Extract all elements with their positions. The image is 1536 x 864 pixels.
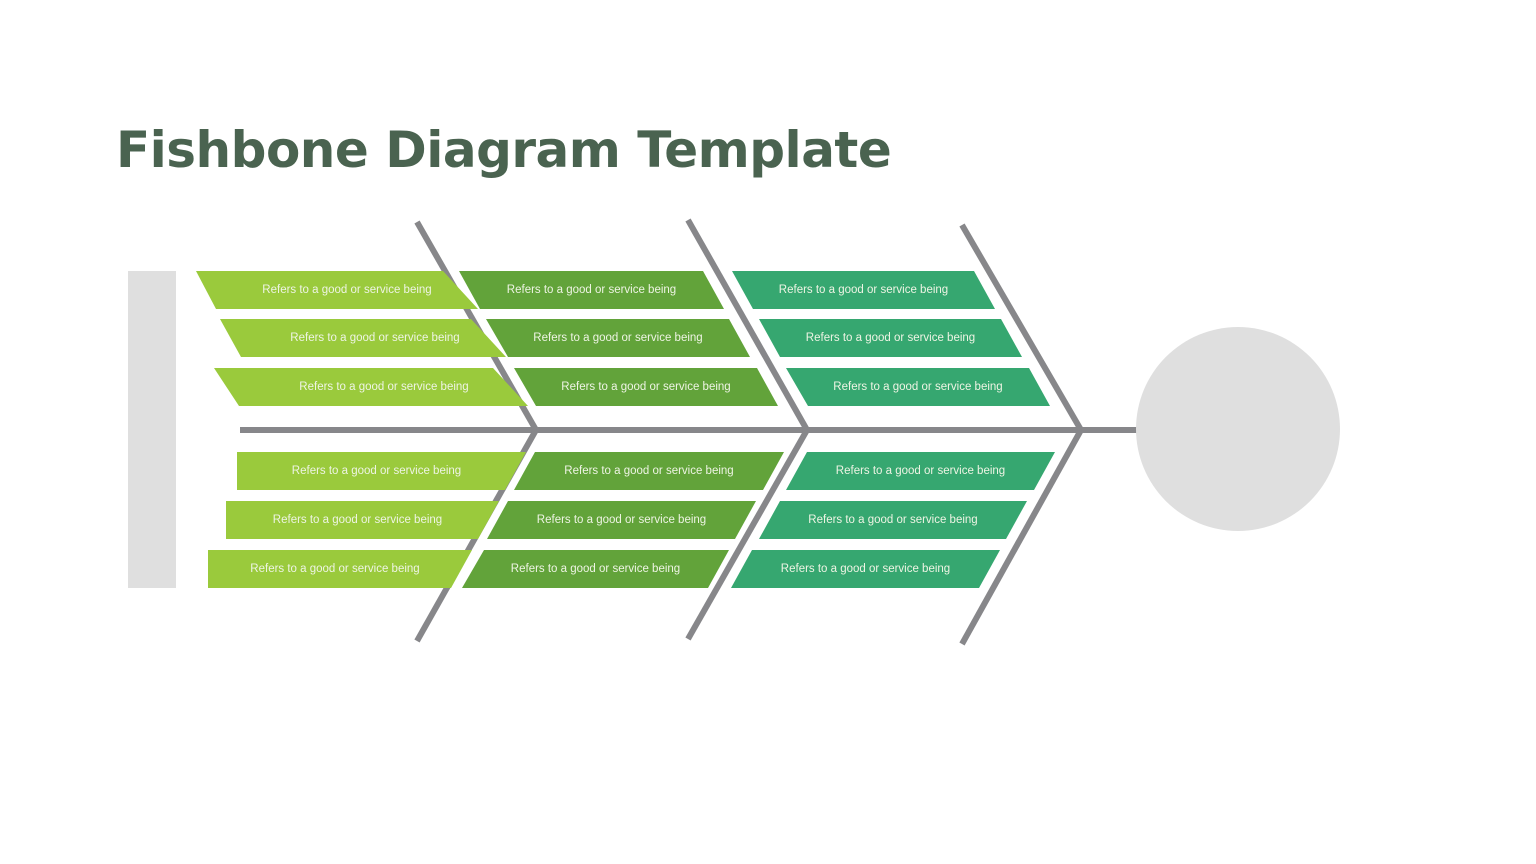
bone-upper-3 bbox=[959, 223, 1084, 432]
cause-text: Refers to a good or service being bbox=[835, 465, 1006, 477]
cause-bottom-col1-row1[interactable]: Refers to a good or service being bbox=[237, 452, 526, 490]
cause-top-col1-row2[interactable]: Refers to a good or service being bbox=[220, 319, 506, 357]
cause-top-col2-row3[interactable]: Refers to a good or service being bbox=[514, 368, 778, 406]
cause-text: Refers to a good or service being bbox=[808, 514, 978, 526]
cause-text: Refers to a good or service being bbox=[805, 332, 976, 344]
cause-top-col2-row2[interactable]: Refers to a good or service being bbox=[486, 319, 750, 357]
cause-bottom-col2-row1[interactable]: Refers to a good or service being bbox=[514, 452, 784, 490]
cause-text: Refers to a good or service being bbox=[561, 381, 731, 393]
cause-top-col1-row1[interactable]: Refers to a good or service being bbox=[196, 271, 478, 309]
fish-head-effect bbox=[1136, 327, 1340, 531]
cause-text: Refers to a good or service being bbox=[536, 514, 707, 526]
cause-top-col3-row3[interactable]: Refers to a good or service being bbox=[786, 368, 1050, 406]
cause-text: Refers to a good or service being bbox=[272, 514, 443, 526]
fish-tail bbox=[128, 271, 176, 588]
cause-text: Refers to a good or service being bbox=[833, 381, 1003, 393]
cause-top-col3-row2[interactable]: Refers to a good or service being bbox=[759, 319, 1022, 357]
cause-text: Refers to a good or service being bbox=[290, 332, 460, 344]
cause-bottom-col2-row3[interactable]: Refers to a good or service being bbox=[462, 550, 729, 588]
cause-bottom-col1-row3[interactable]: Refers to a good or service being bbox=[208, 550, 472, 588]
cause-text: Refers to a good or service being bbox=[780, 563, 951, 575]
cause-text: Refers to a good or service being bbox=[250, 563, 420, 575]
cause-text: Refers to a good or service being bbox=[564, 465, 734, 477]
cause-text: Refers to a good or service being bbox=[510, 563, 681, 575]
cause-text: Refers to a good or service being bbox=[778, 284, 949, 296]
cause-bottom-col3-row3[interactable]: Refers to a good or service being bbox=[731, 550, 1000, 588]
cause-text: Refers to a good or service being bbox=[533, 332, 703, 344]
cause-text: Refers to a good or service being bbox=[291, 465, 462, 477]
cause-bottom-col2-row2[interactable]: Refers to a good or service being bbox=[487, 501, 756, 539]
cause-text: Refers to a good or service being bbox=[299, 381, 469, 393]
cause-bottom-col3-row2[interactable]: Refers to a good or service being bbox=[759, 501, 1027, 539]
cause-text: Refers to a good or service being bbox=[262, 284, 432, 296]
cause-bottom-col3-row1[interactable]: Refers to a good or service being bbox=[786, 452, 1055, 490]
cause-text: Refers to a good or service being bbox=[506, 284, 677, 296]
cause-top-col3-row1[interactable]: Refers to a good or service being bbox=[732, 271, 995, 309]
bone-upper-2 bbox=[685, 218, 810, 432]
bone-lower-3 bbox=[959, 428, 1084, 646]
bone-lower-2 bbox=[685, 428, 810, 641]
cause-top-col2-row1[interactable]: Refers to a good or service being bbox=[459, 271, 724, 309]
page-title: Fishbone Diagram Template bbox=[116, 121, 892, 179]
cause-bottom-col1-row2[interactable]: Refers to a good or service being bbox=[226, 501, 499, 539]
cause-top-col1-row3[interactable]: Refers to a good or service being bbox=[214, 368, 528, 406]
